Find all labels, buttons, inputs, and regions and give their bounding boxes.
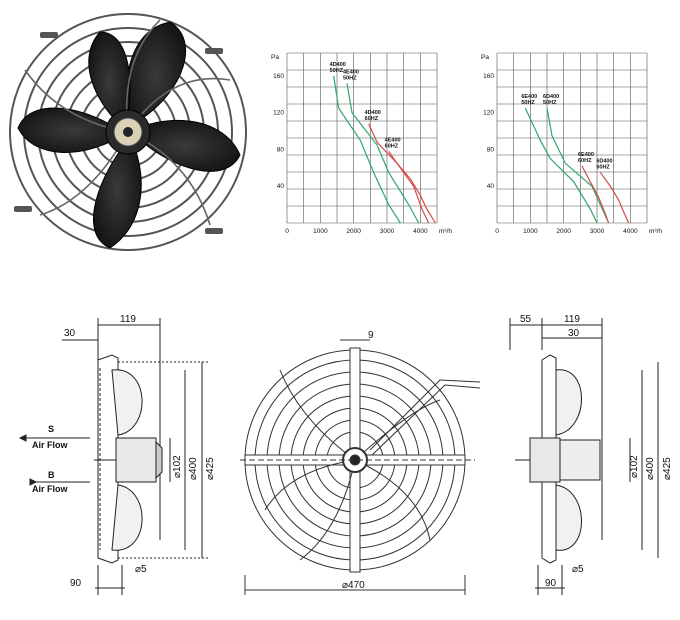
y-tick-label: 120 [483,110,494,117]
y-tick-label: 160 [273,73,284,80]
y-tick-label: 80 [487,146,495,153]
airflow-s-label: Air Flow [32,440,68,450]
series-line-2 [581,165,610,224]
series-line-0 [333,75,401,224]
series-line-3 [599,172,630,224]
airflow-s-letter: S [48,424,54,434]
x-tick-label: 1000 [313,228,328,235]
chart-grid [286,52,438,224]
y-axis-label: Pa [271,54,279,61]
y-tick-label: 40 [277,183,285,190]
x-tick-label: 4000 [623,228,638,235]
dim-400-label: ⌀400 [188,457,199,480]
dim-102-label-right: ⌀102 [629,455,640,478]
series-line-0 [524,107,598,224]
x-tick-label: 1000 [523,228,538,235]
airflow-b-letter: B [48,470,55,480]
dim-90-label: 90 [70,578,82,589]
side-view-drawing-s: 30 119 90 ⌀5 ⌀102 ⌀400 ⌀425 S Air Flow B… [18,314,216,595]
chart-grid [496,52,648,224]
y-tick-label: 40 [487,183,495,190]
airflow-b-label: Air Flow [32,484,68,494]
dim-102-label: ⌀102 [172,455,183,478]
x-tick-label: 4000 [413,228,428,235]
x-unit-label: m³/h [649,228,662,235]
series-line-2 [368,123,430,224]
dim-90-label-right: 90 [545,578,557,589]
dim-119-label-right: 119 [564,314,580,325]
dim-30-label: 30 [64,328,76,339]
x-tick-label: 2000 [346,228,361,235]
dim-425-label: ⌀425 [205,457,216,480]
dim-470-label: ⌀470 [342,580,365,591]
x-unit-label: m³/h [439,228,452,235]
dim-400-label-right: ⌀400 [645,457,656,480]
dim-55-label: 55 [520,314,532,325]
x-tick-label: 3000 [590,228,605,235]
series-line-3 [388,150,436,224]
y-tick-label: 160 [483,73,494,80]
series-line-1 [346,83,420,224]
dim-30-label-right: 30 [568,328,580,339]
series-line-1 [546,108,610,224]
fan-photo [9,13,247,251]
y-axis-label: Pa [481,54,489,61]
dim-hole-label-right: ⌀5 [572,564,584,575]
dim-9-label: 9 [368,330,374,341]
y-tick-label: 120 [273,110,284,117]
dim-hole-label: ⌀5 [135,564,147,575]
x-tick-label: 2000 [556,228,571,235]
side-view-drawing-b: 55 119 30 90 ⌀5 ⌀102 ⌀400 ⌀425 [509,314,673,595]
y-tick-label: 80 [277,146,285,153]
x-tick-label: 3000 [380,228,395,235]
dim-425-label-right: ⌀425 [662,457,673,480]
x-tick-label: 0 [285,228,289,235]
x-tick-label: 0 [495,228,499,235]
fan-blades [17,21,241,249]
dim-119-label: 119 [120,314,136,325]
front-view-drawing: 9 ⌀470 [240,330,480,595]
